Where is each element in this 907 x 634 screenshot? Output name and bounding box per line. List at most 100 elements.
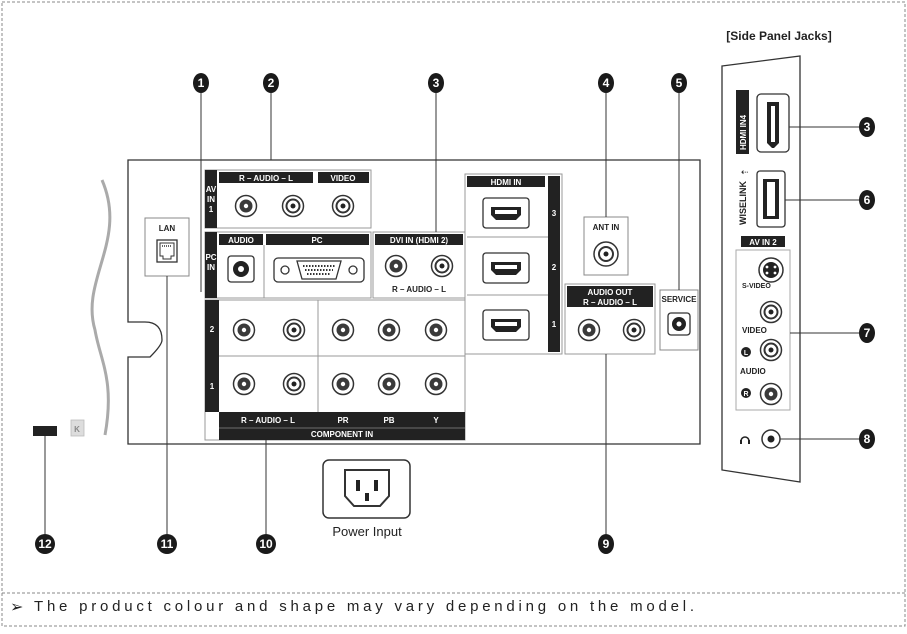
- headphone-icon: [740, 436, 750, 442]
- audio-out-r-jack[interactable]: [577, 318, 601, 342]
- pc-in-label-1: PC: [205, 253, 216, 262]
- av-in2-group: AV IN 2 S-VIDEO VIDEO L AUDIO R: [735, 236, 791, 411]
- audio-out-l-jack[interactable]: [622, 318, 646, 342]
- dvi-in-group: DVI IN (HDMI 2) R – AUDIO – L: [372, 231, 466, 299]
- hdmi-in4-label: HDMI IN4: [739, 114, 748, 150]
- component-y-label: Y: [433, 416, 439, 425]
- svg-text:1: 1: [198, 76, 205, 90]
- power-input-label: Power Input: [332, 524, 402, 539]
- audio-out-group: AUDIO OUT R – AUDIO – L: [564, 283, 656, 355]
- pc-in-group: PC IN AUDIO PC: [204, 231, 372, 299]
- service-group: SERVICE: [659, 289, 699, 351]
- hdmi-3-label: 3: [552, 209, 557, 218]
- callout-9: 9: [598, 534, 614, 554]
- callout-10: 10: [256, 534, 276, 554]
- side-audio-l-jack[interactable]: [759, 338, 783, 362]
- component2-pr-jack[interactable]: [331, 318, 355, 342]
- svg-text:9: 9: [603, 537, 610, 551]
- s-video-jack[interactable]: [758, 257, 784, 283]
- footnote-arrow-icon: ➢: [10, 599, 23, 616]
- side-r-label: R: [743, 391, 748, 398]
- headphone-jack[interactable]: [761, 429, 781, 449]
- side-hdmi-group: HDMI IN4: [736, 90, 790, 154]
- component1-y-jack[interactable]: [424, 372, 448, 396]
- service-port[interactable]: [667, 312, 691, 336]
- panel-edge-curve: [90, 179, 112, 436]
- component1-pb-jack[interactable]: [377, 372, 401, 396]
- component1-audio-l-jack[interactable]: [282, 372, 306, 396]
- av-in-label-1: AV: [206, 185, 217, 194]
- ant-in-label: ANT IN: [593, 223, 620, 232]
- audio-out-label: AUDIO OUT: [588, 288, 633, 297]
- svg-text:10: 10: [259, 537, 273, 551]
- side-hdmi-port[interactable]: [756, 93, 790, 153]
- component2-y-jack[interactable]: [424, 318, 448, 342]
- callout-6: 6: [859, 190, 875, 210]
- pc-audio-label: AUDIO: [228, 236, 254, 245]
- svg-text:8: 8: [864, 432, 871, 446]
- callout-8: 8: [859, 429, 875, 449]
- usb-icon: ⇠: [741, 167, 749, 177]
- av-in2-label: AV IN 2: [749, 238, 777, 247]
- component1-pr-jack[interactable]: [331, 372, 355, 396]
- dvi-audio-label: R – AUDIO – L: [392, 285, 446, 294]
- component-in-label: COMPONENT IN: [311, 430, 373, 439]
- svg-text:2: 2: [268, 76, 275, 90]
- pc-audio-jack[interactable]: [227, 255, 255, 283]
- av-video-jack[interactable]: [331, 194, 355, 218]
- svg-text:7: 7: [864, 326, 871, 340]
- leader-lines: [44, 93, 860, 534]
- svg-text:4: 4: [603, 76, 610, 90]
- hdmi-2-label: 2: [552, 263, 557, 272]
- svg-text:3: 3: [864, 120, 871, 134]
- headphone-group: [740, 429, 781, 449]
- kensington-lock-group: K: [33, 419, 85, 437]
- av-audio-l-jack[interactable]: [281, 194, 305, 218]
- callout-11: 11: [157, 534, 177, 554]
- lan-label: LAN: [159, 224, 176, 233]
- ant-in-jack[interactable]: [593, 241, 619, 267]
- callout-1: 1: [193, 73, 209, 93]
- component2-audio-r-jack[interactable]: [232, 318, 256, 342]
- kensington-slot[interactable]: [33, 426, 57, 436]
- power-input-group: Power Input: [322, 459, 411, 539]
- ant-in-group: ANT IN: [583, 216, 629, 276]
- av-in-label-3: 1: [209, 205, 214, 214]
- wiselink-label: WISELINK: [738, 181, 748, 225]
- callout-12: 12: [35, 534, 55, 554]
- component-in-group: 2 1 R – AUDIO – L PR PB Y COMPONENT IN: [204, 299, 466, 441]
- pc-vga-port[interactable]: [273, 257, 365, 283]
- footnote-text: The product colour and shape may vary de…: [34, 598, 694, 615]
- component2-audio-l-jack[interactable]: [282, 318, 306, 342]
- callout-2: 2: [263, 73, 279, 93]
- svg-text:11: 11: [161, 537, 174, 551]
- side-video-jack[interactable]: [759, 300, 783, 324]
- callout-5: 5: [671, 73, 687, 93]
- component1-audio-r-jack[interactable]: [232, 372, 256, 396]
- power-socket[interactable]: [344, 469, 390, 507]
- usb-port[interactable]: [756, 170, 786, 228]
- av-audio-label: R – AUDIO – L: [239, 174, 293, 183]
- side-l-label: L: [744, 350, 749, 357]
- av-video-label: VIDEO: [331, 174, 356, 183]
- hdmi-3-port[interactable]: [482, 197, 530, 229]
- wiselink-group: WISELINK ⇠: [738, 167, 786, 228]
- side-video-label: VIDEO: [742, 326, 767, 335]
- av-audio-r-jack[interactable]: [234, 194, 258, 218]
- callout-7: 7: [859, 323, 875, 343]
- side-audio-r-jack[interactable]: [759, 382, 783, 406]
- dvi-audio-r-jack[interactable]: [384, 254, 408, 278]
- component2-pb-jack[interactable]: [377, 318, 401, 342]
- hdmi-1-port[interactable]: [482, 309, 530, 341]
- callout-4: 4: [598, 73, 614, 93]
- hdmi-2-port[interactable]: [482, 252, 530, 284]
- dvi-audio-l-jack[interactable]: [430, 254, 454, 278]
- lan-port-group: LAN: [144, 217, 190, 277]
- component-audio-label: R – AUDIO – L: [241, 416, 295, 425]
- av-in-label-2: IN: [207, 195, 215, 204]
- dvi-in-label: DVI IN (HDMI 2): [390, 236, 449, 245]
- side-audio-label: AUDIO: [740, 367, 766, 376]
- svg-text:6: 6: [864, 193, 871, 207]
